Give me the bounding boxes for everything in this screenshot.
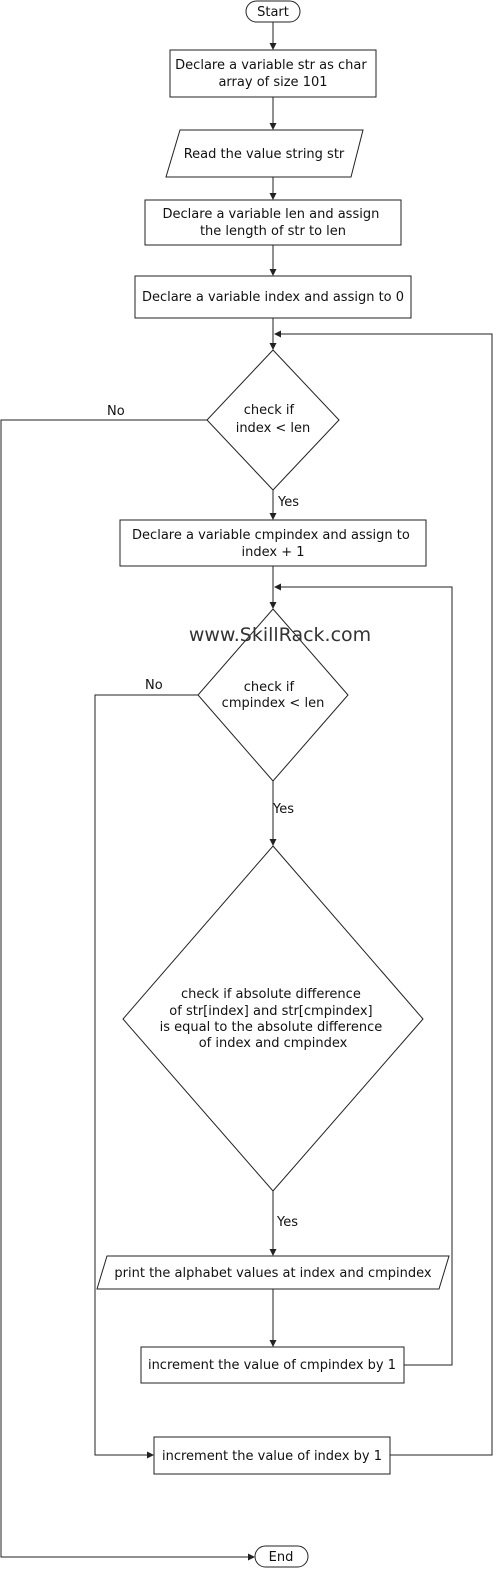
- arrowhead: [269, 513, 277, 520]
- check-cmpindex-text: check if cmpindex < len: [222, 680, 325, 711]
- edge-inner-loop-back: [280, 586, 453, 1366]
- increment-index-text: increment the value of index by 1: [162, 1449, 382, 1464]
- declare-index-box: Declare a variable index and assign to 0: [134, 275, 412, 319]
- check-cmpindex-line-2: cmpindex < len: [222, 696, 325, 711]
- declare-cmpindex-box: Declare a variable cmpindex and assign t…: [119, 519, 427, 567]
- check-difference-diamond: check if absolute difference of str[inde…: [122, 845, 424, 1192]
- increment-cmpindex-text: increment the value of cmpindex by 1: [148, 1358, 396, 1373]
- check-cmpindex-yes-label: Yes: [272, 802, 294, 817]
- declare-cmpindex-text: Declare a variable cmpindex and assign t…: [132, 528, 414, 560]
- declare-cmpindex-line-1: Declare a variable cmpindex and assign t…: [132, 528, 410, 543]
- arrowhead: [269, 1340, 277, 1347]
- print-alphabets-text: print the alphabet values at index and c…: [114, 1266, 431, 1281]
- arrowhead: [274, 583, 281, 591]
- edge-check-cmpindex-no: [94, 694, 198, 1456]
- declare-str-line-1: Declare a variable str as char: [175, 58, 367, 73]
- start-terminal: Start: [245, 0, 301, 23]
- check-index-line-1: check if: [244, 403, 295, 418]
- arrowhead: [269, 123, 277, 130]
- declare-len-box: Declare a variable len and assign the le…: [144, 199, 402, 246]
- check-difference-line-2: of str[index] and str[cmpindex]: [169, 1004, 372, 1019]
- start-label: Start: [257, 5, 289, 20]
- watermark-text: www.SkillRack.com: [189, 624, 371, 646]
- check-cmpindex-no-label: No: [145, 678, 163, 693]
- check-difference-line-3: is equal to the absolute difference: [160, 1020, 383, 1035]
- arrowhead: [269, 269, 277, 276]
- check-index-line-2: index < len: [236, 421, 311, 436]
- arrowhead: [269, 43, 277, 50]
- declare-cmpindex-line-2: index + 1: [242, 545, 305, 560]
- edge-outer-loop-back: [280, 333, 493, 1456]
- print-alphabets-parallelogram: print the alphabet values at index and c…: [96, 1255, 450, 1290]
- arrowhead: [147, 1451, 154, 1459]
- check-difference-line-4: of index and cmpindex: [199, 1036, 348, 1051]
- arrowhead: [248, 1553, 255, 1561]
- arrowhead: [269, 343, 277, 350]
- check-index-diamond: check if index < len: [206, 349, 340, 491]
- arrowhead: [269, 193, 277, 200]
- arrowhead: [269, 839, 277, 846]
- check-difference-text: check if absolute difference of str[inde…: [160, 987, 387, 1051]
- declare-index-text: Declare a variable index and assign to 0: [142, 290, 404, 305]
- declare-len-line-2: the length of str to len: [200, 224, 346, 239]
- increment-index-box: increment the value of index by 1: [153, 1436, 391, 1475]
- edge-check-index-no: [0, 419, 249, 1558]
- connectors: [0, 22, 493, 1561]
- arrowhead: [269, 602, 277, 609]
- arrowhead: [274, 330, 281, 338]
- arrowhead: [269, 1249, 277, 1256]
- declare-str-line-2: array of size 101: [218, 75, 327, 90]
- read-str-text: Read the value string str: [184, 147, 345, 162]
- check-difference-yes-label: Yes: [276, 1215, 298, 1230]
- check-index-no-label: No: [107, 404, 125, 419]
- check-cmpindex-line-1: check if: [244, 680, 295, 695]
- declare-len-text: Declare a variable len and assign the le…: [163, 207, 384, 239]
- read-str-parallelogram: Read the value string str: [165, 129, 364, 178]
- declare-str-box: Declare a variable str as char array of …: [169, 49, 377, 98]
- check-cmpindex-diamond: check if cmpindex < len: [197, 608, 349, 782]
- check-index-yes-label: Yes: [277, 495, 299, 510]
- end-terminal: End: [254, 1545, 309, 1568]
- declare-str-text: Declare a variable str as char array of …: [175, 58, 371, 90]
- end-label: End: [269, 1550, 294, 1565]
- increment-cmpindex-box: increment the value of cmpindex by 1: [140, 1346, 405, 1384]
- declare-len-line-1: Declare a variable len and assign: [163, 207, 380, 222]
- check-index-text: check if index < len: [236, 403, 311, 436]
- check-difference-line-1: check if absolute difference: [181, 987, 361, 1002]
